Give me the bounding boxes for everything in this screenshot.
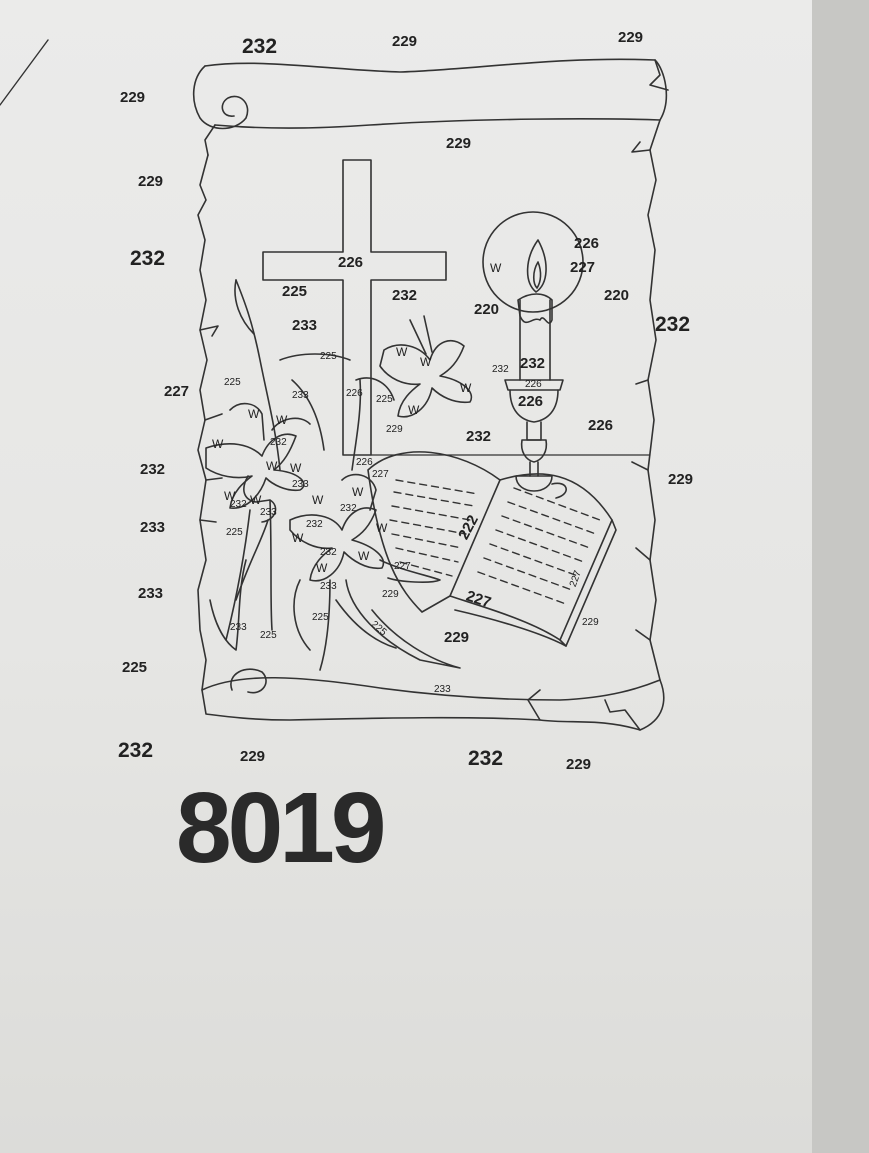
book [367,451,613,641]
label-227-ribbon-a: 227 [372,469,389,480]
candle-globe [482,211,584,313]
scroll-left-edge [197,154,209,691]
label-232-tag: 232 [492,364,509,375]
w-mark: W [224,489,236,503]
w-mark: W [292,531,304,545]
w-mark: W [276,413,288,427]
label-225-book-ribbon: 225 [376,394,393,405]
label-225-left-bottom: 225 [122,659,148,676]
w-mark: W [212,437,224,451]
label-227-left: 227 [164,383,190,400]
label-232-center-a: 232 [270,437,287,448]
stems [225,499,331,671]
label-232-center-b: 232 [306,519,323,530]
label-232-lily-center: 232 [340,503,357,514]
w-mark: W [460,381,472,395]
label-225-small: 225 [320,351,337,362]
label-229-book-corner: 229 [386,424,403,435]
scroll-right-edge [647,119,661,681]
label-232-lily-right: 232 [466,428,492,445]
label-229-book-bottom: 229 [444,629,470,646]
label-232-left: 232 [130,247,166,270]
pattern-sheet [0,0,812,1153]
label-232-lily-top: 232 [392,287,418,304]
w-mark: W [316,561,328,575]
label-233-ribbon-bottom: 233 [434,684,451,695]
w-mark: W [490,261,502,275]
w-mark: W [408,403,420,417]
label-233-stem: 233 [292,317,318,334]
label-229-left-edge: 229 [138,173,164,190]
label-233-lower: 233 [320,581,337,592]
label-232-small-b: 232 [230,499,247,510]
label-229-bottom-left: 229 [240,748,266,765]
label-229-top-mid: 229 [392,33,418,50]
label-225-left-leaf: 225 [224,377,241,388]
label-229-left-curl: 229 [120,89,146,106]
w-mark: W [266,459,278,473]
lily-center [289,507,385,582]
label-232-candle: 232 [520,355,546,372]
label-226-stem: 226 [346,388,363,399]
w-mark: W [420,355,432,369]
scroll-bottom-roll [201,676,665,731]
label-225-bottom-c: 225 [312,612,329,623]
label-233-small: 233 [260,507,277,518]
w-mark: W [312,493,324,507]
label-232-bottom-mid: 232 [468,747,504,770]
label-233-center: 233 [292,479,309,490]
label-233-left: 233 [140,519,166,536]
label-226-holder-band: 226 [525,379,542,390]
label-226-holder: 226 [518,393,544,410]
w-mark: W [248,407,260,421]
label-220-right: 220 [604,287,630,304]
label-227-ribbon: 227 [394,561,411,572]
label-226-cross: 226 [338,254,364,271]
w-mark: W [396,345,408,359]
label-229-right-edge: 229 [668,471,694,488]
label-233-small-b: 233 [230,622,247,633]
label-226-ribbon-a: 226 [356,457,373,468]
label-233-mid: 233 [292,390,309,401]
label-232-small-c: 232 [320,547,337,558]
label-227-flame: 227 [570,259,596,276]
label-220-left: 220 [474,301,500,318]
label-229-top-right: 229 [618,29,644,46]
label-225-bottom-b: 225 [260,630,277,641]
page-shadow [812,0,869,1153]
label-226-base: 226 [588,417,614,434]
w-mark: W [290,461,302,475]
w-mark: W [250,493,262,507]
lily-top [379,339,473,418]
scroll-top-roll [204,58,668,129]
label-233-bottom-left: 233 [138,585,164,602]
label-232-bottom-left: 232 [118,739,154,762]
label-225-leaf-top: 225 [282,283,308,300]
label-229-book-right: 229 [582,617,599,628]
label-225-bottom-a: 225 [226,527,243,538]
w-mark: W [358,549,370,563]
label-229-bottom-right: 229 [566,756,592,773]
w-mark: W [376,521,388,535]
label-232-top: 232 [242,35,278,58]
label-229-under-top: 229 [446,135,472,152]
book-ribbon [379,559,441,583]
label-232-right: 232 [655,313,691,336]
label-232-left-mid: 232 [140,461,166,478]
label-226-flame: 226 [574,235,600,252]
w-mark: W [352,485,364,499]
pattern-number: 8019 [176,772,386,884]
label-229-ribbon-end: 229 [382,589,399,600]
lily-left [205,433,305,509]
